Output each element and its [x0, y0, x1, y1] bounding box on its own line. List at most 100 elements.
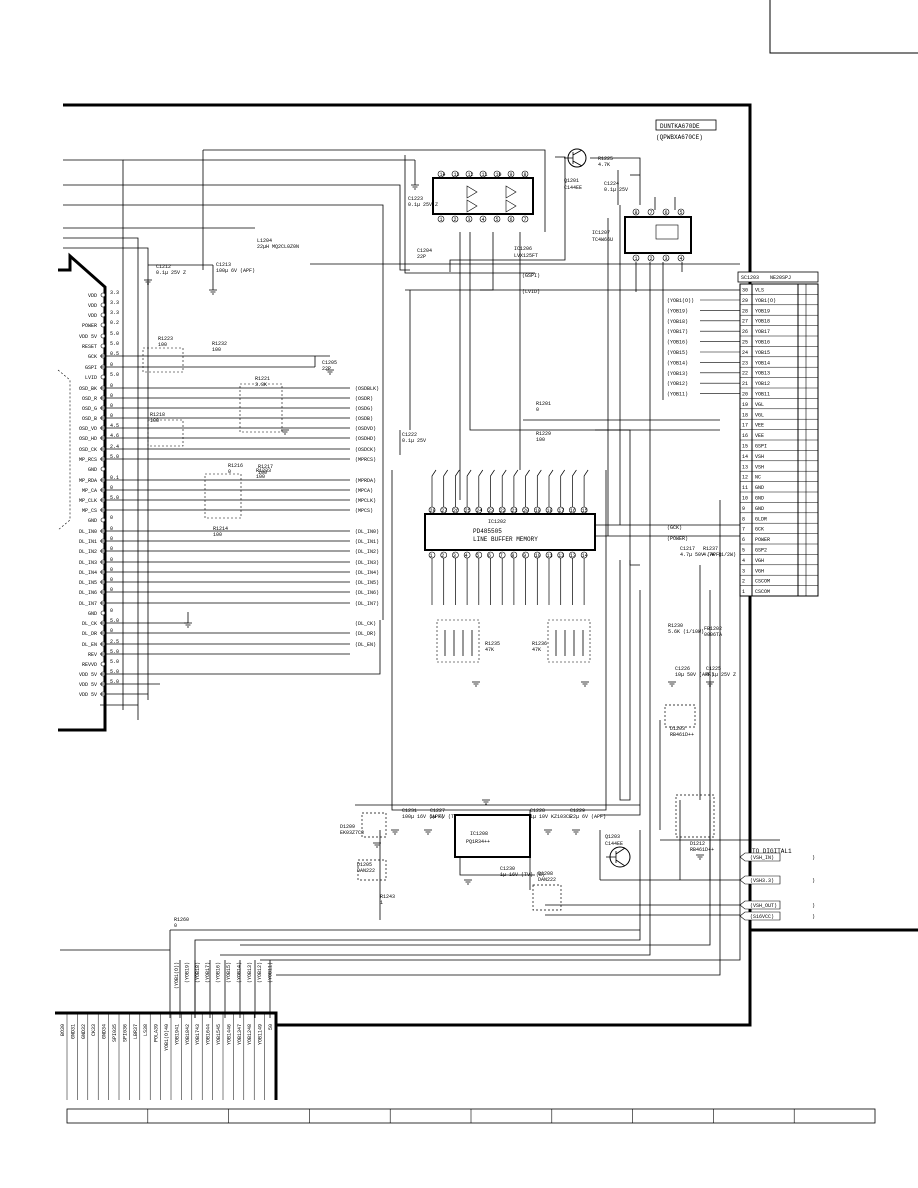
bottom-conn-pin: 50	[268, 1024, 274, 1030]
net-label: (POWER)	[667, 536, 688, 542]
component-ref: R1223	[158, 336, 173, 342]
ic1202-bottom-pin-num: 9	[523, 553, 526, 559]
connector-pin-num: 8	[742, 516, 745, 522]
left-pin-voltage: 0	[110, 393, 113, 399]
net-label: (MPRDA)	[355, 478, 376, 484]
component-value: 3.3K	[255, 382, 267, 388]
bottom-net-label: (YOB14)	[236, 962, 242, 983]
connector-ref: SC1203	[741, 275, 759, 281]
connector-pin-name: GND	[755, 506, 764, 512]
ic1206-bottom-pin-num: 5	[496, 217, 499, 223]
connector-pin-name: VSH	[755, 454, 764, 460]
ic1207-top-pin-num: 6	[665, 210, 668, 216]
bottom-conn-name: YOB11	[258, 1030, 264, 1045]
bottom-conn-pin: 39	[154, 1024, 160, 1030]
q1203-transistor: Q1203 C144EE	[605, 834, 631, 868]
component-ref: R1218	[150, 412, 165, 418]
connector-pin-name: CSCOM	[755, 589, 770, 595]
left-pin-voltage: 0.2	[110, 320, 119, 326]
component-ref: C1228	[530, 808, 545, 814]
connector-net-label: (YOB18)	[667, 319, 688, 325]
left-pin-voltage: 5.0	[110, 495, 119, 501]
left-pin-label: DL_IN3	[79, 560, 97, 566]
component-ref: D1212	[690, 841, 705, 847]
connector-net-label: (YOB11)	[667, 392, 688, 398]
ic1202-bottom-pin-num: 2	[441, 553, 444, 559]
ic1202-top-pin-num: 15	[582, 508, 588, 514]
component-ref: D1205	[357, 862, 372, 868]
ground-symbol	[209, 289, 217, 295]
bottom-conn-name: GND	[81, 1030, 87, 1039]
connector-pin-num: 1	[742, 589, 745, 595]
component-ref: D1209	[340, 824, 355, 830]
left-pin-voltage: 0	[110, 515, 113, 521]
resistor-pack-r1218	[147, 419, 184, 447]
ic1206-top-pin	[493, 170, 501, 178]
ground-symbol	[373, 842, 381, 848]
ground-symbol	[464, 879, 472, 885]
component-ref: C1205	[322, 360, 337, 366]
left-pin-label: OSD_VD	[79, 426, 97, 432]
component-value: 4.7μ 50V (APF)	[680, 552, 722, 558]
net-label: (DL_IN5)	[355, 580, 379, 586]
to-digital-net-tag	[739, 900, 781, 910]
ic1207-ref: IC1207	[592, 230, 610, 236]
ic1206-bottom-pin-num: 7	[524, 217, 527, 223]
ic1202-top-pin-num: 16	[570, 508, 576, 514]
to-digital-title: TO DIGITAL1	[752, 848, 792, 855]
ic1206-bottom-pin	[465, 215, 473, 223]
net-label: (MPCS)	[355, 508, 373, 514]
net-label: (DL_IN6)	[355, 590, 379, 596]
connector-net-label: (YOB1(O))	[667, 298, 694, 304]
top-bus-lines	[63, 149, 740, 805]
ic1202-top-pin-num: 25	[465, 508, 471, 514]
ic1208-part: PQ1R34++	[466, 839, 490, 845]
ic1202-top-pin-num: 20	[523, 508, 529, 514]
component-ref: D1208	[538, 871, 553, 877]
bottom-conn-pin: 30	[60, 1024, 66, 1030]
connector-pin-name: GND	[755, 496, 764, 502]
connector-pin-num: 14	[742, 454, 748, 460]
connector-pin-name: YOB19	[755, 308, 770, 314]
connector-pin-name: VSH	[755, 464, 764, 470]
ic1207-top-pin-num: 8	[635, 210, 638, 216]
net-label: (OSDR)	[355, 396, 373, 402]
component-value: 22μH MQ2CL0Z0N	[257, 244, 299, 250]
left-pin-label: REV	[88, 652, 97, 658]
left-pin-voltage: 0	[110, 362, 113, 368]
connector-pin-name: VGH	[755, 558, 764, 564]
ic1202-top-lead	[431, 469, 437, 507]
left-pin-label: VDD 5V	[79, 334, 97, 340]
left-pin-dot	[100, 292, 106, 298]
ic1206-bottom-pin-num: 1	[440, 217, 443, 223]
left-pin-label: MP_RDA	[79, 478, 97, 484]
left-pin-dot	[100, 517, 106, 523]
left-pin-label: DL_IN0	[79, 529, 97, 535]
to-digital-mark: )	[812, 914, 815, 920]
to-digital-net-tag	[739, 852, 781, 862]
bottom-conn-name: LS	[143, 1030, 149, 1036]
ic1207-top-pin-num: 7	[650, 210, 653, 216]
to-digital-connector: TO DIGITAL1 (VSH_IN))(VSH3.3))(VSH_OUT))…	[739, 848, 815, 921]
to-digital-net: (VSH3.3)	[750, 878, 774, 884]
ic1202-part: PD485505	[473, 528, 502, 535]
component-ref: C1223	[408, 196, 423, 202]
q1201-part: C144EE	[564, 185, 582, 191]
component-value: 0006TA	[704, 632, 722, 638]
ground-symbol	[668, 681, 676, 687]
ic1206-bottom-pin-num: 6	[510, 217, 513, 223]
component-ref: R1216	[228, 463, 243, 469]
left-ic-body	[58, 252, 107, 732]
bottom-conn-pin: 35	[112, 1024, 118, 1030]
connector-pin-num: 2	[742, 579, 745, 585]
left-pin-voltage: 0	[110, 526, 113, 532]
connector-pin-num: 24	[742, 350, 748, 356]
resistor-pack-r1221	[239, 383, 283, 433]
bottom-conn-pin: 45	[216, 1024, 222, 1030]
to-digital-net: (S16VCC)	[750, 914, 774, 920]
connector-pin-name: YOB12	[755, 381, 770, 387]
left-pin-voltage: 0	[110, 546, 113, 552]
bottom-conn-pin: 42	[185, 1024, 191, 1030]
